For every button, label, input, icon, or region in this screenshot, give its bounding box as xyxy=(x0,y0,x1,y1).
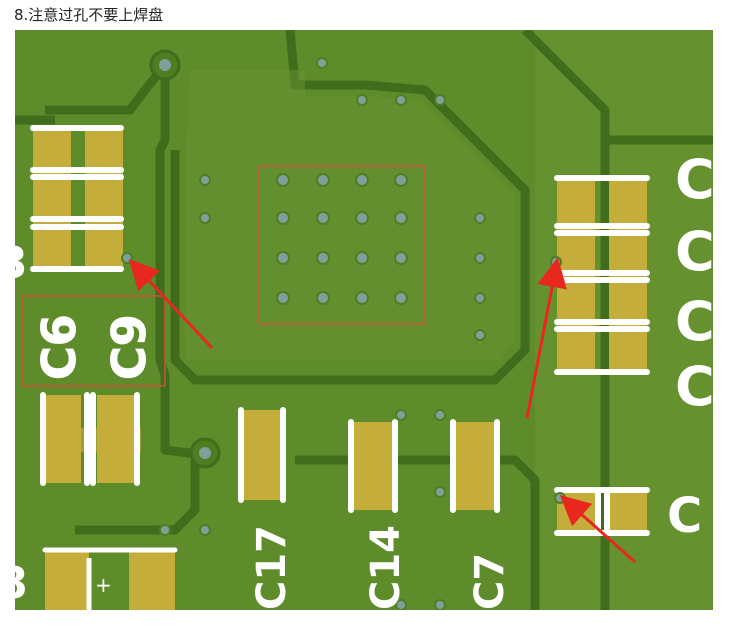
left-middle-silkscreen xyxy=(40,392,140,486)
arrow-right-bottom xyxy=(559,495,636,564)
arrow-right-top xyxy=(525,257,567,419)
left-middle-pads xyxy=(43,395,141,483)
caption-text: 8.注意过孔不要上焊盘 xyxy=(14,6,164,24)
via-on-pad-right-top xyxy=(550,256,562,268)
label-c17: C17 xyxy=(249,525,295,610)
pcb-board-svg: C6 C9 C17 C14 C7 C C C C C 3 8 + xyxy=(15,30,713,610)
center-bottom-silkscreen xyxy=(238,407,500,513)
label-c7: C7 xyxy=(467,553,513,610)
highlight-box-via-array xyxy=(258,165,426,325)
label-polarity-mark: + xyxy=(95,573,112,597)
right-silkscreen xyxy=(554,175,650,536)
via-array xyxy=(159,57,486,610)
copper-pours xyxy=(185,70,515,360)
left-top-silkscreen xyxy=(30,125,124,272)
label-c-right-3: C xyxy=(675,290,713,353)
label-c9: C9 xyxy=(102,314,156,380)
label-c14: C14 xyxy=(363,525,409,610)
label-c-right-2: C xyxy=(675,220,713,283)
via-on-pad-right-bottom xyxy=(554,492,566,504)
arrow-left xyxy=(128,259,214,350)
label-left-partial-top: 3 xyxy=(15,238,28,289)
copper-traces xyxy=(15,30,713,610)
center-bottom-pads xyxy=(243,410,497,510)
highlight-box-c6-c9 xyxy=(22,295,166,387)
label-c-right-4: C xyxy=(675,355,713,418)
red-arrows xyxy=(128,257,636,564)
bottom-left-pads xyxy=(45,552,175,610)
via-on-pad-left xyxy=(121,252,133,264)
label-c-right-bottom: C xyxy=(667,488,702,544)
label-c6: C6 xyxy=(32,314,86,380)
label-left-partial-bottom: 8 xyxy=(15,558,28,609)
left-top-pads xyxy=(33,128,123,268)
label-c-right-top: C xyxy=(675,148,713,211)
large-vias xyxy=(149,49,221,469)
pcb-board-image: C6 C9 C17 C14 C7 C C C C C 3 8 + xyxy=(15,30,713,610)
